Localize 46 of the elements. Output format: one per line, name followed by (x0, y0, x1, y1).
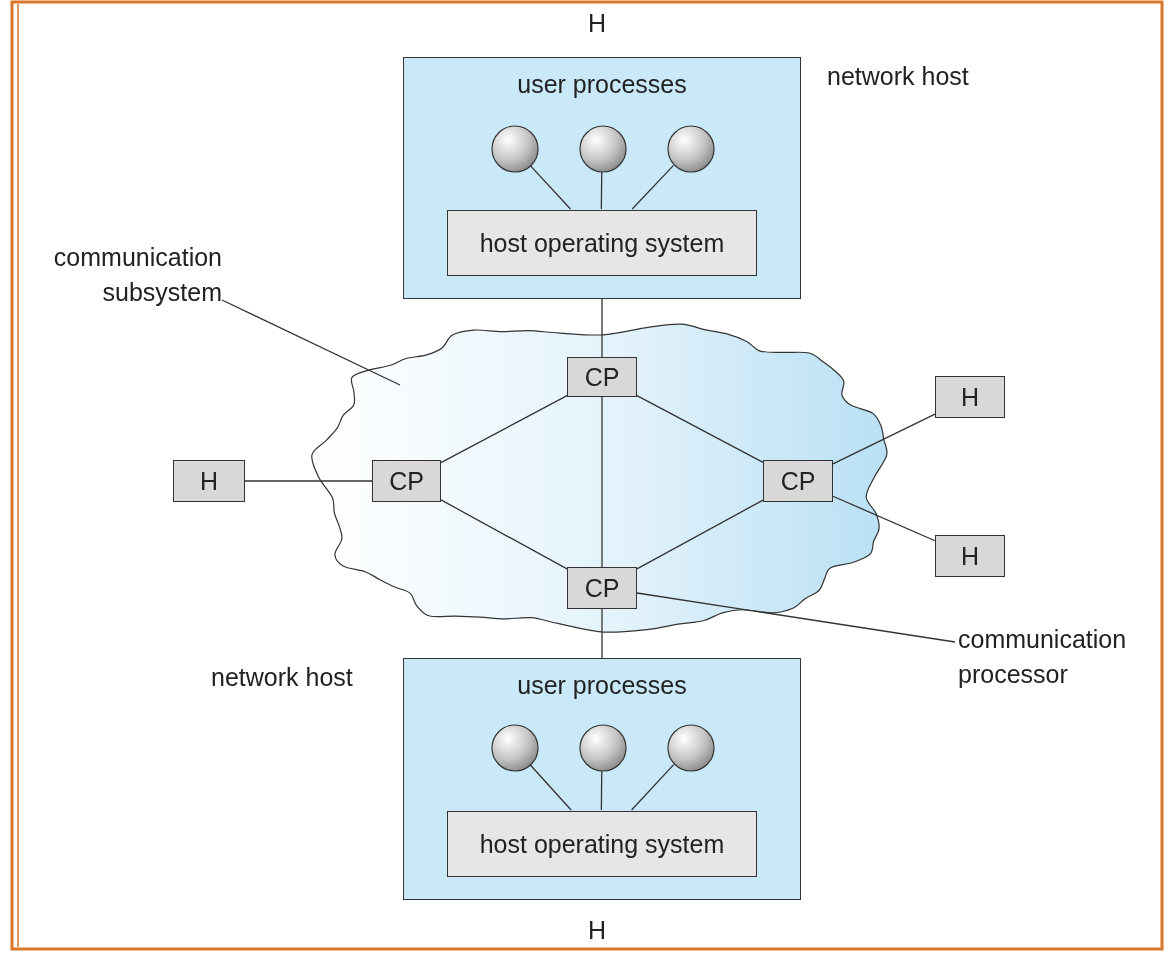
leader-line (221, 299, 401, 386)
processor-box (567, 357, 637, 397)
connector-line (600, 770, 603, 811)
box-label: H (959, 541, 981, 571)
os-box (447, 210, 757, 276)
connector-line (601, 396, 603, 568)
box-label: user processes (516, 70, 688, 99)
host-caption: network host (211, 663, 353, 692)
host-box (935, 376, 1005, 418)
host-caption: network host (827, 62, 969, 91)
box-label: CP (388, 466, 425, 496)
box-label: H (959, 382, 981, 412)
host-box (403, 658, 801, 900)
box-label: host operating system (478, 228, 726, 258)
processor-box (372, 460, 441, 502)
connector-line (832, 413, 936, 465)
box-label: H (198, 466, 220, 496)
connector-line (636, 394, 764, 464)
callout-label: communication subsystem (20, 240, 222, 312)
connector-line (601, 608, 603, 659)
host-caption: H (588, 916, 607, 945)
host-box (935, 535, 1005, 577)
box-label: CP (583, 362, 621, 392)
box-label: CP (779, 466, 817, 496)
box-label: CP (583, 573, 621, 603)
box-label: host operating system (478, 829, 726, 859)
processor-box (567, 567, 637, 609)
callout-label: communication processor (958, 622, 1163, 694)
connector-line (244, 480, 373, 482)
box-label: user processes (516, 671, 688, 700)
processor-box (763, 460, 833, 502)
connector-line (600, 171, 603, 210)
connector-line (636, 499, 764, 570)
connector-line (440, 394, 568, 464)
connector-line (529, 764, 572, 811)
connector-line (630, 763, 675, 811)
connector-line (440, 499, 568, 570)
connector-line (529, 164, 572, 210)
host-box (403, 57, 801, 299)
host-caption: H (588, 9, 607, 38)
connector-line (832, 495, 936, 542)
os-box (447, 811, 757, 877)
connector-line (631, 164, 675, 210)
leader-line (636, 592, 956, 643)
connector-line (601, 298, 603, 358)
host-box (173, 460, 245, 502)
